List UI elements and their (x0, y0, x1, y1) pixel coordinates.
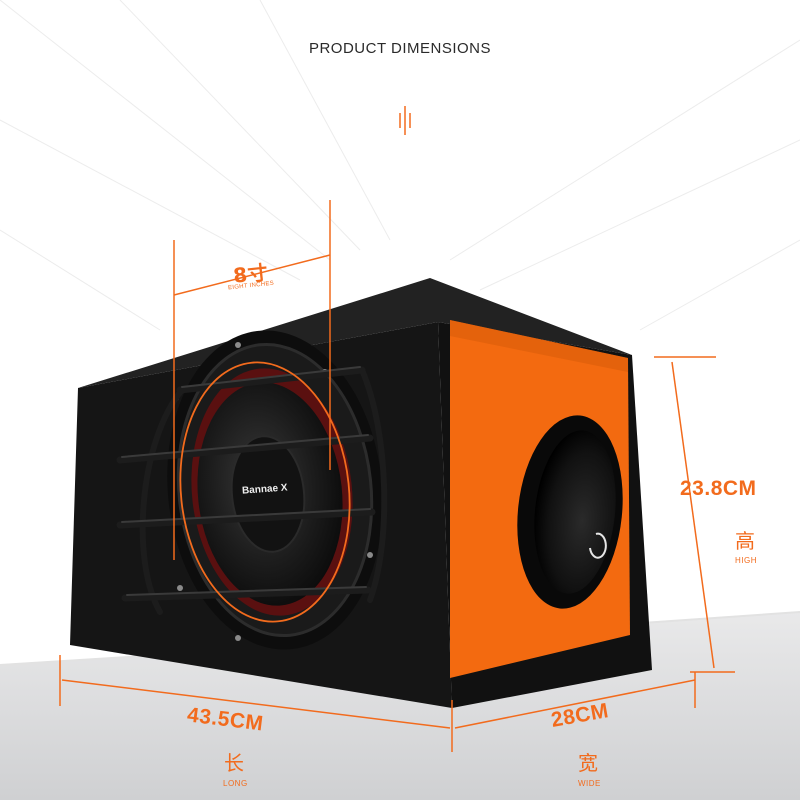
woofer-grille (116, 366, 388, 615)
page-title: PRODUCT DIMENSIONS (308, 40, 492, 57)
width-en: WIDE (578, 779, 601, 788)
height-value: 23.8CM (680, 477, 757, 500)
height-en: HIGH (735, 556, 757, 565)
dimension-lines (59, 106, 735, 752)
height-zh: 高 (735, 529, 755, 553)
background-grid (0, 0, 800, 331)
woofer (167, 330, 383, 650)
bass-port (517, 415, 623, 609)
length-en: LONG (223, 779, 248, 788)
width-zh: 宽 (578, 751, 598, 775)
side-panel-shade (450, 320, 628, 372)
length-zh: 长 (224, 751, 244, 775)
